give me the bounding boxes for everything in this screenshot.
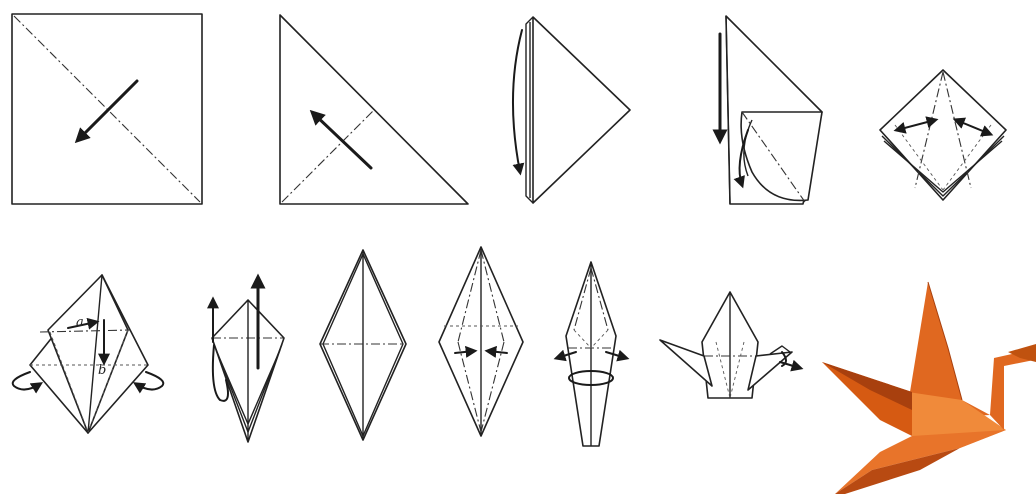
- step-7-bird-base-lift: [212, 278, 284, 442]
- step-label-a: a: [76, 315, 84, 330]
- step-8-bird-base: [320, 250, 406, 440]
- step-10-reverse-folds: [557, 262, 626, 446]
- step-11-crane-form: [660, 292, 800, 398]
- turn-over-arrow-icon: [13, 372, 40, 390]
- step-4-squash-fold: [720, 16, 822, 204]
- step-1-square-diagonal-fold: [12, 14, 202, 204]
- step-9-narrow-folds: [439, 247, 523, 436]
- step-label-b: b: [98, 363, 106, 378]
- step-5-preliminary-base: [880, 70, 1006, 200]
- curved-arrow-icon: [513, 30, 522, 172]
- crane-neck: [990, 350, 1034, 430]
- step-2-triangle-fold: [280, 15, 468, 204]
- step-6-petal-fold: a b: [13, 275, 164, 433]
- step-3-open-pocket: [513, 17, 630, 203]
- finished-crane-photo: [822, 282, 1036, 494]
